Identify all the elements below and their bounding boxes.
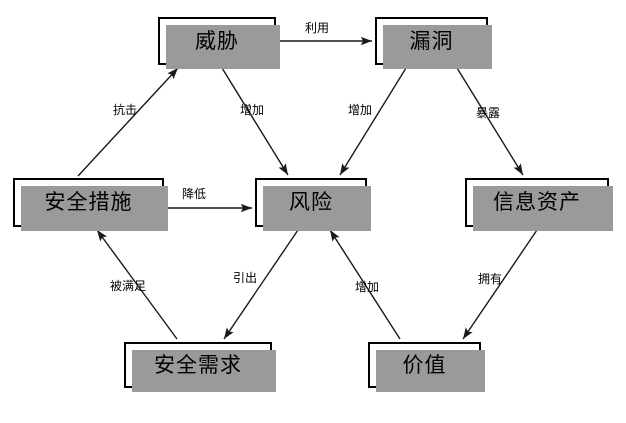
edge-e-expose: [456, 67, 524, 176]
node-risk[interactable]: 风险: [255, 178, 371, 231]
node-information-asset[interactable]: 信息资产: [465, 178, 613, 231]
edge-label-resist: 抗击: [113, 103, 138, 117]
edge-e-raise3: [329, 229, 401, 340]
edge-e-resist: [77, 67, 179, 177]
edge-label-satisfied-by: 被满足: [110, 279, 147, 293]
edge-e-raise2: [339, 67, 407, 176]
edge-e-derive: [223, 229, 299, 340]
node-vulnerability[interactable]: 漏洞: [375, 17, 492, 69]
edge-label-increase-threat-risk: 增加: [240, 103, 265, 117]
node-vulnerability-label: 漏洞: [409, 28, 454, 53]
edge-e-raise1: [221, 67, 289, 176]
edge-e-own: [462, 229, 538, 340]
edge-label-derive: 引出: [233, 271, 258, 285]
node-information-asset-label: 信息资产: [493, 190, 581, 214]
node-threat-label: 威胁: [195, 28, 239, 53]
node-value[interactable]: 价值: [368, 342, 485, 392]
node-value-label: 价值: [402, 352, 447, 377]
node-security-control[interactable]: 安全措施: [13, 178, 168, 231]
edge-e-satisfy: [96, 229, 178, 340]
edge-lines-group: [77, 36, 538, 340]
node-risk-label: 风险: [289, 190, 333, 214]
edge-label-increase-vuln-risk: 增加: [348, 103, 373, 117]
node-security-requirement[interactable]: 安全需求: [124, 342, 276, 392]
edge-label-expose: 暴露: [476, 106, 501, 120]
node-threat[interactable]: 威胁: [158, 17, 280, 69]
node-security-requirement-label: 安全需求: [154, 352, 242, 377]
edge-label-own: 拥有: [478, 272, 503, 286]
edge-label-reduce: 降低: [182, 187, 207, 201]
edge-label-increase-value-risk: 增加: [355, 280, 380, 294]
edge-label-exploit: 利用: [305, 21, 330, 35]
node-security-control-label: 安全措施: [44, 190, 133, 214]
